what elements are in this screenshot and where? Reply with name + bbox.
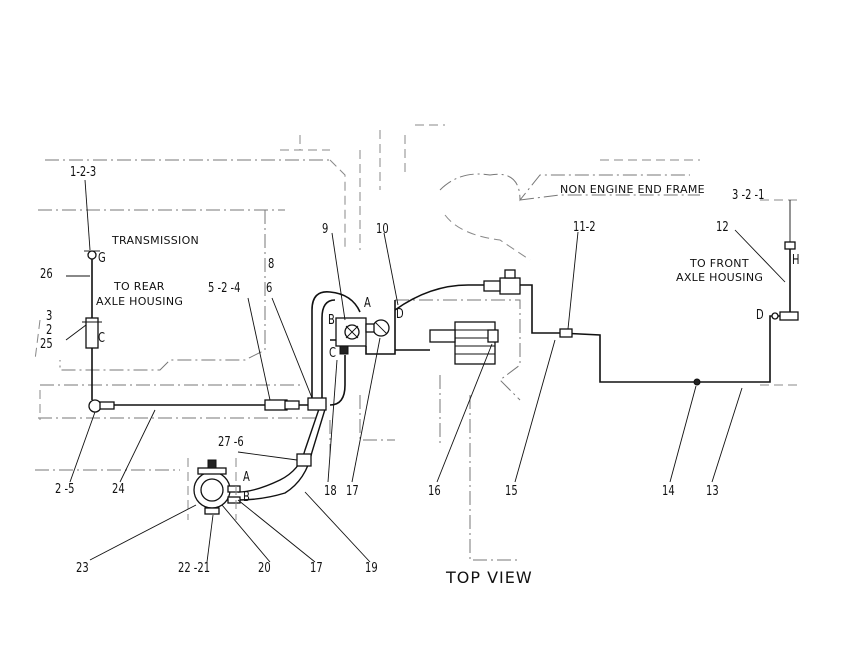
callout-9: 9	[322, 222, 329, 237]
callout-8: 8	[268, 257, 275, 272]
callout-18: 18	[324, 484, 337, 499]
callout-24: 24	[112, 482, 125, 497]
callout-12: 12	[716, 220, 729, 235]
callout-10: 10	[376, 222, 389, 237]
callout-27-6: 27 -6	[218, 435, 244, 450]
callout-1-2-3: 1-2-3	[70, 165, 97, 180]
port-b-pump: B	[243, 490, 250, 505]
callout-5-2-4: 5 -2 -4	[208, 281, 241, 296]
callout-22-21: 22 -21	[178, 561, 211, 576]
callout-3-2-1: 3 -2 -1	[732, 188, 765, 203]
callout-26: 26	[40, 267, 53, 282]
components	[82, 241, 799, 520]
callout-2-5: 2 -5	[55, 482, 75, 497]
rear-axle-caption-line2: AXLE HOUSING	[96, 295, 184, 308]
callout-13: 13	[706, 484, 719, 499]
callout-14: 14	[662, 484, 675, 499]
port-a-valve: A	[364, 296, 371, 311]
port-a-pump: A	[243, 470, 250, 485]
port-c-valve: C	[329, 346, 336, 361]
callout-11-2: 11-2	[573, 220, 596, 235]
callout-3: 3	[46, 309, 53, 324]
callout-23: 23	[76, 561, 89, 576]
port-h: H	[792, 253, 800, 268]
port-d-right: D	[756, 308, 764, 323]
callout-6: 6	[266, 281, 273, 296]
callout-15: 15	[505, 484, 518, 499]
callout-16: 16	[428, 484, 441, 499]
port-c-left: C	[98, 331, 105, 346]
leader-lines	[65, 179, 791, 563]
frame-caption: NON ENGINE END FRAME	[560, 183, 705, 196]
callout-20: 20	[258, 561, 271, 576]
port-b-valve: B	[328, 313, 335, 328]
callout-17-valve: 17	[346, 484, 359, 499]
view-title: TOP VIEW	[446, 568, 533, 587]
transmission-caption: TRANSMISSION	[112, 234, 200, 247]
hydraulic-lines	[91, 248, 791, 501]
port-d-valve: D	[396, 307, 404, 322]
callout-19: 19	[365, 561, 378, 576]
front-axle-caption-line2: AXLE HOUSING	[676, 271, 764, 284]
rear-axle-caption-line1: TO REAR	[114, 280, 165, 293]
port-g: G	[98, 251, 106, 266]
front-axle-caption-line1: TO FRONT	[690, 257, 749, 270]
callout-25: 25	[40, 337, 53, 352]
callout-2: 2	[46, 323, 53, 338]
callout-17-pump: 17	[310, 561, 323, 576]
